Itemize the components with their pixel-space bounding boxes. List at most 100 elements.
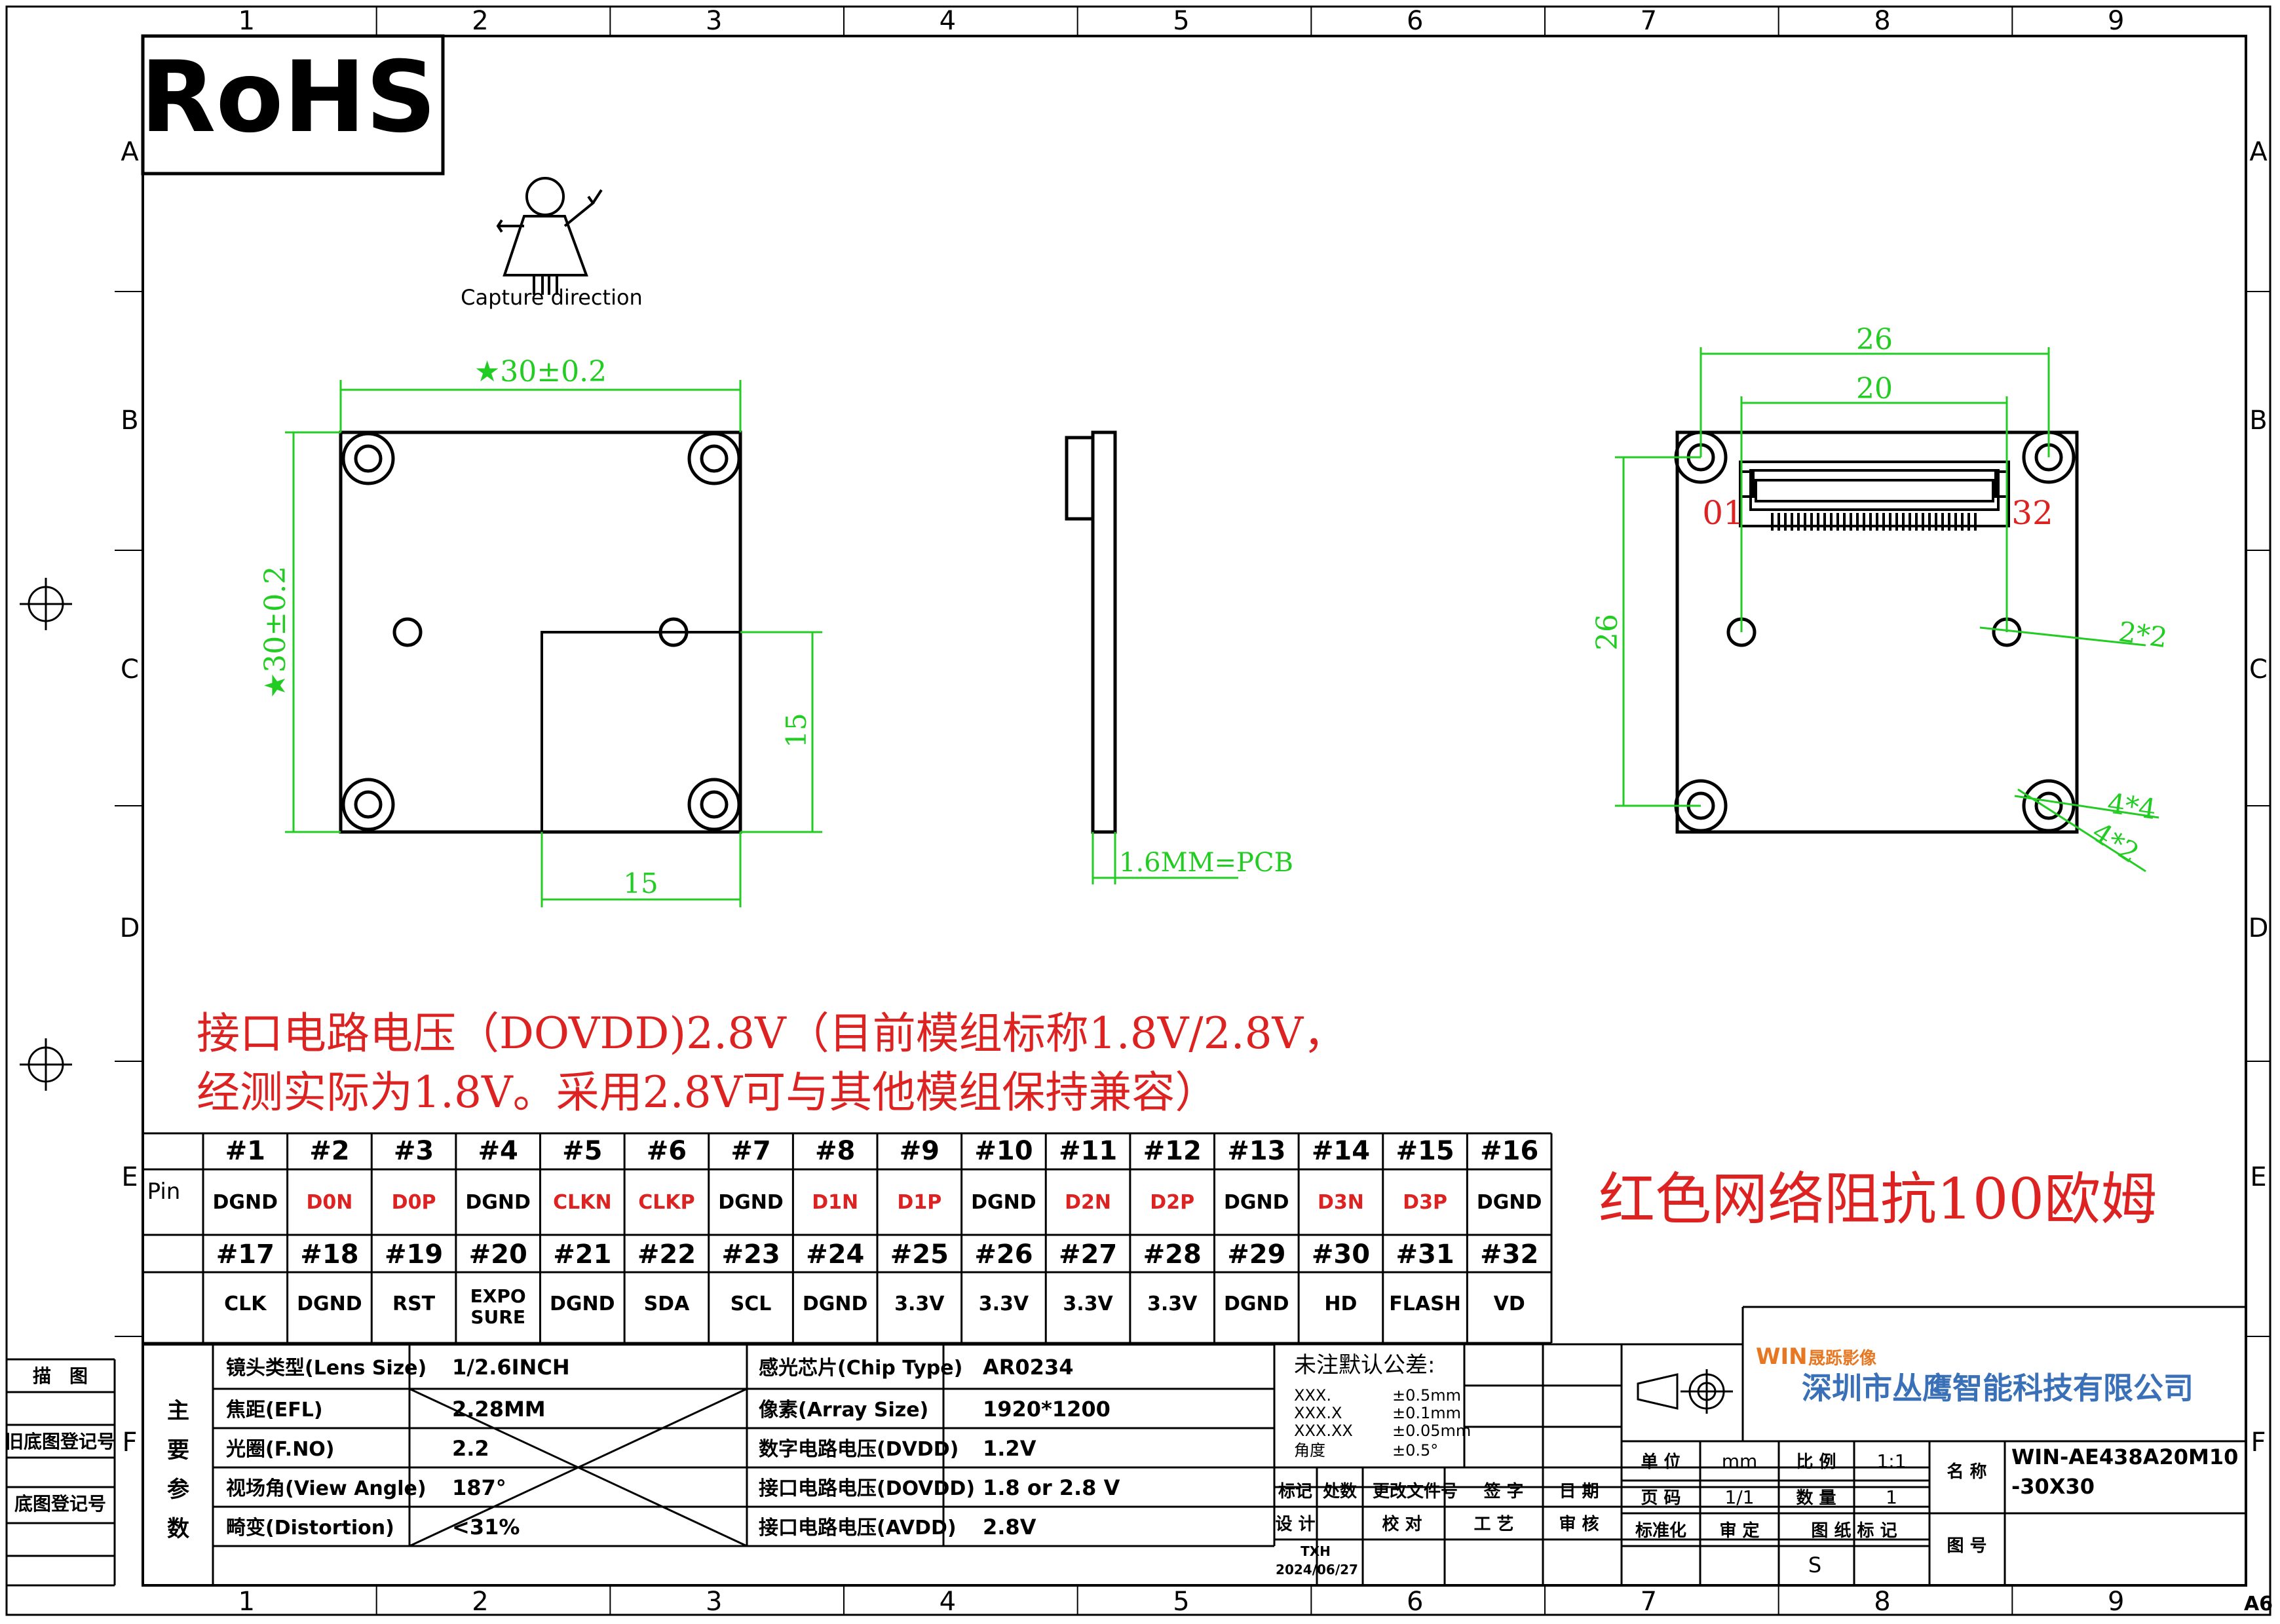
drawing-no-label: 图 号 <box>1947 1536 1986 1556</box>
pin-signal: DGND <box>465 1191 531 1214</box>
pin-number: #17 <box>216 1239 275 1270</box>
zone-row-label: B <box>2249 406 2267 436</box>
unit-value: mm <box>1722 1450 1758 1472</box>
param-value: AR0234 <box>983 1355 1073 1380</box>
marking-value: S <box>1808 1553 1821 1577</box>
zone-col-label: 7 <box>1641 6 1657 36</box>
param-side-label: 数 <box>167 1516 189 1542</box>
pin-signal: D3P <box>1403 1191 1447 1214</box>
pin-signal: VD <box>1494 1293 1525 1315</box>
fpc-connector <box>1739 461 2010 527</box>
pin-number: #32 <box>1480 1239 1538 1270</box>
product-name-line2: -30X30 <box>2011 1474 2095 1499</box>
pin-number: #11 <box>1059 1136 1117 1166</box>
zone-col-label: 3 <box>706 6 722 36</box>
pin-32-label: 32 <box>2011 494 2053 532</box>
param-label: 接口电路电压(DOVDD) <box>759 1477 975 1500</box>
capture-direction-icon <box>496 177 603 295</box>
title-block: 未注默认公差:XXX.±0.5mmXXX.X±0.1mmXXX.XX±0.05m… <box>1274 1306 2246 1585</box>
stamp-label: 描 图 <box>33 1365 88 1387</box>
design-row-label: 工 艺 <box>1473 1515 1513 1534</box>
zone-col-label: 7 <box>1641 1587 1657 1617</box>
back-view-board <box>1675 430 2079 834</box>
stamp-label: 底图登记号 <box>14 1493 106 1515</box>
zone-col-label: 3 <box>706 1587 722 1617</box>
rohs-box <box>141 34 445 176</box>
zone-ticks <box>115 7 2270 1615</box>
pin-signal: 3.3V <box>1063 1293 1113 1315</box>
design-row-label: 校 对 <box>1382 1514 1422 1534</box>
zone-row-label: F <box>2251 1427 2266 1458</box>
zone-col-label: 5 <box>1173 1587 1189 1617</box>
pin-number: #8 <box>815 1136 855 1166</box>
param-side-label: 要 <box>167 1437 189 1463</box>
zone-row-label: C <box>121 654 139 685</box>
qty-value: 1 <box>1886 1486 1897 1508</box>
pin-number: #24 <box>806 1239 864 1270</box>
company-logo-cn: 晟跞影像 <box>1808 1349 1877 1369</box>
param-value: 2.28MM <box>452 1397 546 1422</box>
pin-01-label: 01 <box>1702 494 1744 532</box>
company-name: 深圳市丛鹰智能科技有限公司 <box>1802 1370 2194 1406</box>
zone-col-label: 2 <box>472 6 488 36</box>
dim-height: ★30±0.2 <box>259 566 292 698</box>
pin-table-header: Pin <box>147 1179 181 1205</box>
pin-number: #9 <box>900 1136 940 1166</box>
dim-connector-span: 20 <box>1856 372 1893 406</box>
pin-number: #27 <box>1059 1239 1117 1270</box>
pin-signal: 3.3V <box>979 1293 1029 1315</box>
pin-signal: CLKP <box>638 1191 694 1214</box>
voltage-note-line1: 接口电路电压（DOVDD)2.8V（目前模组标称1.8V/2.8V， <box>197 1008 1346 1059</box>
zone-row-label: F <box>122 1427 137 1458</box>
zone-col-label: 1 <box>238 1587 255 1617</box>
zone-row-label: E <box>121 1162 138 1192</box>
pin-signal: DGND <box>213 1191 278 1214</box>
param-label: 光圈(F.NO) <box>226 1438 335 1461</box>
pin-signal-line2: SURE <box>470 1306 525 1328</box>
dim-hole-span-vertical: 26 <box>1591 614 1624 651</box>
zone-col-label: 6 <box>1407 6 1423 36</box>
pin-signal: SDA <box>644 1293 691 1315</box>
revision-header: 日 期 <box>1559 1482 1599 1501</box>
pin-number: #15 <box>1396 1136 1454 1166</box>
zone-row-label: C <box>2249 654 2268 685</box>
pin-signal: DGND <box>1477 1191 1542 1214</box>
name-label: 名 称 <box>1947 1462 1986 1482</box>
pin-number: #1 <box>225 1136 265 1166</box>
crosshair-icon <box>20 578 72 630</box>
back-dimension-lines <box>1615 347 2159 873</box>
zone-col-label: 9 <box>2108 6 2124 36</box>
pin-signal: HD <box>1324 1293 1357 1315</box>
dim-large-hole-2: 4*2 <box>2087 816 2145 869</box>
designer-name: TXH <box>1301 1543 1331 1559</box>
zone-row-label: B <box>121 406 138 436</box>
dim-hole-span: 26 <box>1856 323 1893 356</box>
pin-number: #3 <box>394 1136 434 1166</box>
tolerance-key: XXX.X <box>1294 1404 1342 1422</box>
zone-col-label: 4 <box>940 6 956 36</box>
pin-number: #30 <box>1312 1239 1370 1270</box>
zone-col-label: 5 <box>1173 6 1189 36</box>
dim-pcb-thickness: 1.6MM=PCB <box>1119 848 1293 878</box>
connector-pins <box>1771 513 1977 531</box>
cross-out-line <box>409 1388 748 1547</box>
std-label: 标准化 <box>1635 1521 1686 1541</box>
param-value: <31% <box>452 1515 520 1539</box>
pin-signal: SCL <box>731 1293 772 1315</box>
tolerance-key: XXX. <box>1294 1386 1331 1405</box>
pin-number: #21 <box>553 1239 611 1270</box>
review-label: 审 定 <box>1719 1520 1759 1541</box>
pin-signal: DGND <box>297 1293 362 1315</box>
pin-signal: D0N <box>306 1191 352 1214</box>
pin-signal-line1: EXPO <box>470 1285 526 1307</box>
capture-direction-label: Capture direction <box>461 285 643 310</box>
zone-col-label: 1 <box>238 6 255 36</box>
impedance-note: 红色网络阻抗100欧姆 <box>1599 1167 2157 1232</box>
param-label: 镜头类型(Lens Size) <box>226 1357 427 1380</box>
param-label: 数字电路电压(DVDD) <box>759 1438 959 1461</box>
pin-signal: D2P <box>1150 1191 1194 1214</box>
pin-signal: 3.3V <box>1147 1293 1198 1315</box>
